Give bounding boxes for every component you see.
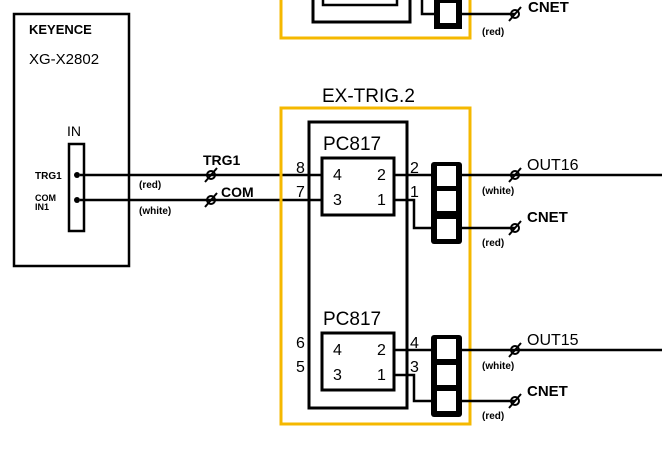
- opto1-chip-pin: 1: [377, 192, 386, 209]
- opto1-part-label: PC817: [323, 134, 381, 155]
- trg-wire-tag: TRG1: [203, 152, 241, 168]
- opto1-output-pin: 2: [410, 160, 419, 177]
- opto2-chip-pin: 3: [333, 367, 342, 384]
- input-wires: (red) (white) TRG1 COM: [80, 152, 323, 217]
- device-brand: KEYENCE: [29, 22, 92, 37]
- device-outline: [12, 12, 131, 268]
- top-wire-color-label: (red): [482, 27, 504, 38]
- trg-wire-marker-icon: [204, 167, 218, 183]
- cnet1-wire-color: (red): [482, 238, 504, 249]
- out15-wire-color: (white): [482, 361, 514, 372]
- ex-trig-board: EX-TRIG.2 PC817 8 7 4 3 2 1 2 1: [279, 86, 472, 426]
- board-frame: [279, 106, 472, 426]
- com-wire-marker-icon: [204, 192, 218, 208]
- opto2-chip-pin: 2: [377, 342, 386, 359]
- opto2-output-pin: 3: [410, 359, 419, 376]
- input-port-connector: [67, 142, 86, 233]
- keyence-device: KEYENCE XG-X2802 IN TRG1 COM IN1: [12, 12, 131, 268]
- trg-wire-color: (red): [139, 180, 161, 191]
- output-wires: OUT16 (white) CNET (red) OUT15 (white) C…: [462, 157, 662, 422]
- opto2-input-pin: 6: [296, 335, 305, 352]
- top-partial-board: CNET (red): [279, 0, 569, 40]
- opto2-input-pin: 5: [296, 359, 305, 376]
- opto1-chip-pin: 3: [333, 192, 342, 209]
- cnet2-wire-marker-icon: [508, 393, 522, 409]
- top-board-frame: [279, 0, 472, 40]
- com-wire-tag: COM: [221, 184, 254, 200]
- pin-label-com: COM: [35, 193, 56, 203]
- top-chip-outline: [311, 0, 412, 24]
- port-label: IN: [67, 123, 81, 139]
- cnet2-label: CNET: [527, 383, 568, 400]
- pin-terminal-icon: [74, 172, 80, 178]
- opto1-input-pin: 8: [296, 160, 305, 177]
- top-cnet-label: CNET: [528, 0, 569, 16]
- top-wire-marker-icon: [508, 6, 522, 22]
- cnet1-label: CNET: [527, 209, 568, 226]
- board-title: EX-TRIG.2: [322, 86, 415, 107]
- device-model: XG-X2802: [29, 51, 99, 68]
- opto1-output-pin: 1: [410, 184, 419, 201]
- out15-label: OUT15: [527, 332, 579, 349]
- opto1-input-pin: 7: [296, 184, 305, 201]
- opto1-chip-pin: 4: [333, 167, 342, 184]
- opto1-chip-pin: 2: [377, 167, 386, 184]
- com-wire-color: (white): [139, 206, 171, 217]
- opto2-chip-pin: 4: [333, 342, 342, 359]
- out16-wire-marker-icon: [508, 167, 522, 183]
- opto2-output-pin: 4: [410, 335, 419, 352]
- cnet1-wire-marker-icon: [508, 220, 522, 236]
- cnet2-wire-color: (red): [482, 411, 504, 422]
- opto2-chip: [320, 331, 396, 392]
- opto1-chip: [320, 156, 396, 217]
- opto2-chip-pin: 1: [377, 367, 386, 384]
- out15-wire-marker-icon: [508, 342, 522, 358]
- optocoupler-housing: [307, 120, 409, 410]
- pin-label-in1: IN1: [35, 202, 49, 212]
- out16-wire-color: (white): [482, 186, 514, 197]
- opto1-terminal-block: [431, 162, 462, 244]
- opto2-terminal-block: [431, 335, 462, 417]
- pin-label-trg1: TRG1: [35, 171, 62, 182]
- out16-label: OUT16: [527, 157, 579, 174]
- optocoupler-2: PC817 6 5 4 3 2 1 4 3: [296, 309, 462, 417]
- opto2-part-label: PC817: [323, 309, 381, 330]
- optocoupler-1: PC817 8 7 4 3 2 1 2 1: [296, 134, 462, 244]
- pin-terminal-icon: [74, 197, 80, 203]
